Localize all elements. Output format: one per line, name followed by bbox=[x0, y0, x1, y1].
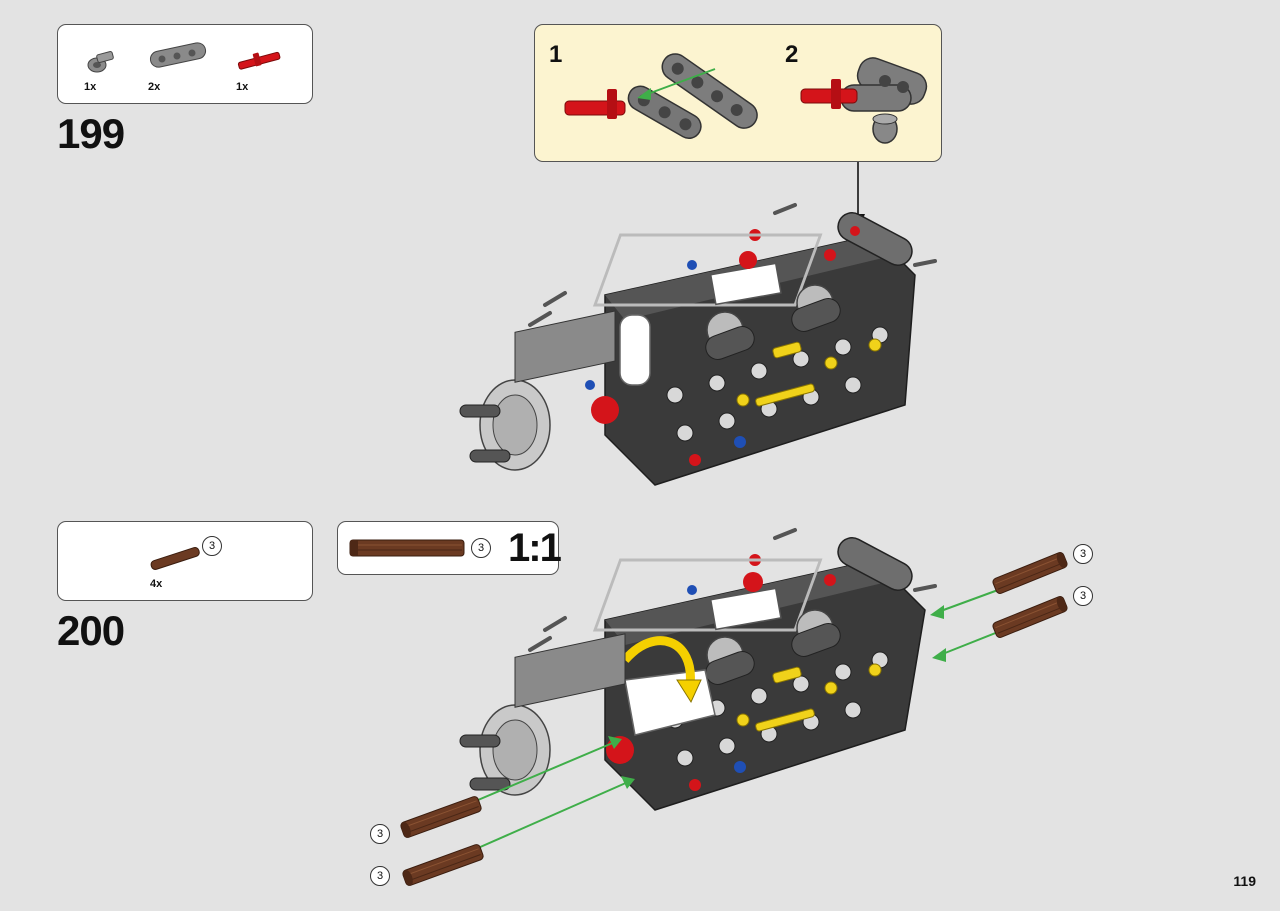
part-qty: 1x bbox=[236, 81, 249, 93]
parts-box-step-199: 1x 2x 1x bbox=[57, 24, 313, 104]
substep-number: 1 bbox=[549, 41, 563, 68]
brown-axle-icon bbox=[150, 547, 200, 570]
parts-box-step-200: 3 4x bbox=[57, 521, 313, 601]
brown-axle bbox=[992, 552, 1068, 594]
length-callout: 3 bbox=[1073, 544, 1093, 564]
subassembly-callout: 1 2 bbox=[534, 24, 942, 162]
engine-model-step-199 bbox=[459, 203, 937, 486]
part-qty: 2x bbox=[148, 81, 161, 93]
step-number-199: 199 bbox=[57, 110, 125, 157]
part-qty: 4x bbox=[150, 578, 163, 590]
engine-model-step-200 bbox=[459, 528, 937, 811]
length-callout: 3 bbox=[370, 824, 390, 844]
substep-2-illustration bbox=[800, 57, 928, 144]
brown-axle-scale-icon bbox=[349, 539, 465, 557]
substep-1-illustration bbox=[564, 53, 758, 140]
red-axle-pin-icon bbox=[237, 51, 281, 70]
part-qty: 1x bbox=[84, 81, 97, 93]
gray-beam-3-icon bbox=[149, 42, 207, 68]
brown-axle bbox=[400, 796, 482, 838]
scale-box: 3 1:1 bbox=[337, 521, 562, 575]
step-number-200: 200 bbox=[57, 607, 125, 654]
length-callout: 3 bbox=[370, 866, 390, 886]
length-callout: 3 bbox=[202, 536, 222, 556]
brown-axle bbox=[992, 596, 1068, 638]
gray-axle-pin-connector-icon bbox=[87, 51, 114, 73]
length-callout: 3 bbox=[471, 538, 491, 558]
brown-axle bbox=[402, 844, 484, 886]
page-number: 119 bbox=[1233, 873, 1256, 889]
length-callout: 3 bbox=[1073, 586, 1093, 606]
scale-label: 1:1 bbox=[508, 526, 562, 570]
substep-number: 2 bbox=[785, 41, 799, 68]
